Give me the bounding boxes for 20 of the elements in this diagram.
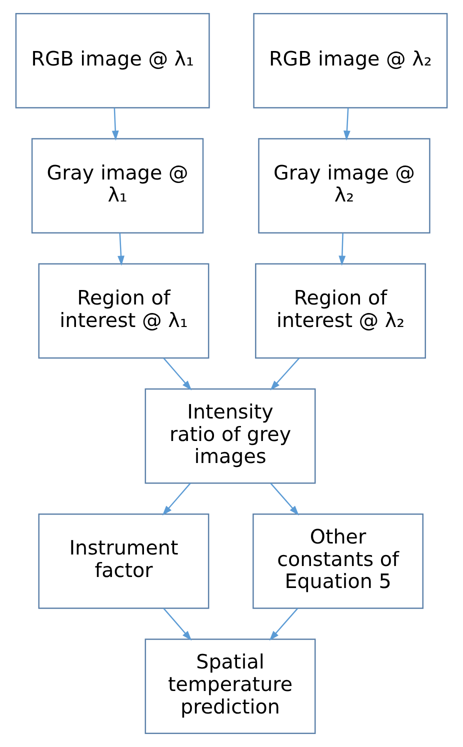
node-box: Region of interest @ λ₂ <box>255 263 426 359</box>
arrow <box>118 233 124 266</box>
arrow <box>162 482 191 516</box>
arrow <box>163 608 192 641</box>
node-box: Spatial temperature prediction <box>144 638 316 734</box>
arrow <box>270 358 300 390</box>
arrow <box>163 358 192 390</box>
arrow <box>112 108 119 141</box>
node-box: Gray image @ λ₂ <box>258 138 430 234</box>
arrow <box>270 482 299 516</box>
node-box: Intensity ratio of grey images <box>144 388 316 484</box>
arrow <box>269 608 298 641</box>
arrow <box>338 233 346 266</box>
node-box: Instrument factor <box>38 513 210 609</box>
node-box: Region of interest @ λ₁ <box>38 263 210 359</box>
node-box: RGB image @ λ₁ <box>15 13 210 108</box>
arrow <box>343 108 350 141</box>
node-box: Other constants of Equation 5 <box>252 513 424 609</box>
node-box: RGB image @ λ₂ <box>253 13 448 108</box>
node-box: Gray image @ λ₁ <box>31 138 204 234</box>
